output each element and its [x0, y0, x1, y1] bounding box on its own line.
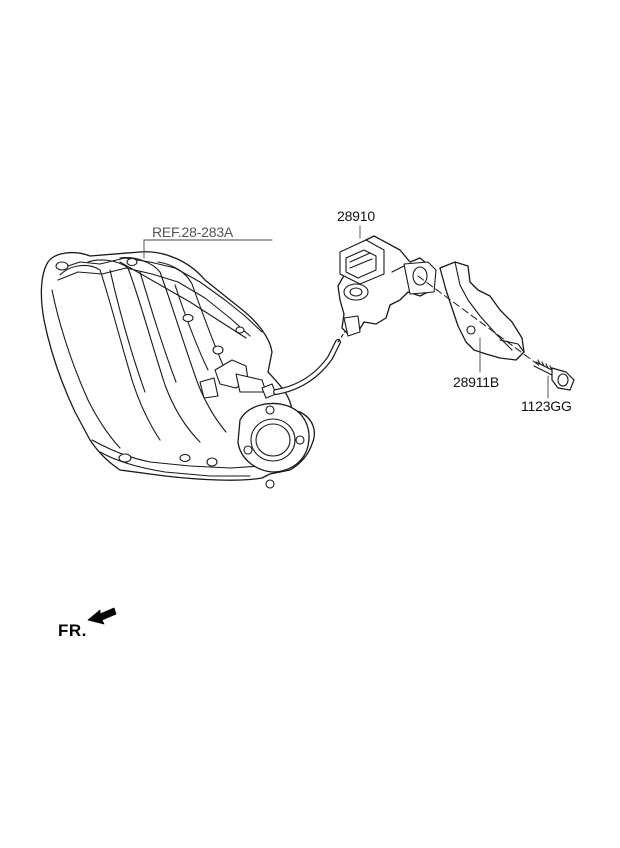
- front-label: FR.: [58, 621, 87, 640]
- purge-hose: [273, 329, 347, 395]
- bracket-part-number: 28911B: [453, 374, 500, 390]
- mounting-bracket: [439, 261, 525, 361]
- front-arrow-icon: [87, 607, 117, 625]
- flange-bolt: [533, 359, 575, 391]
- intake-manifold: [40, 251, 315, 489]
- leader-lines: [143, 225, 549, 399]
- purge-control-valve: [337, 235, 437, 337]
- bolt-part-number: 1123GG: [521, 398, 572, 414]
- valve-part-number: 28910: [337, 208, 375, 224]
- assembly-line: [417, 275, 541, 367]
- ref-label: REF.28-283A: [152, 224, 234, 240]
